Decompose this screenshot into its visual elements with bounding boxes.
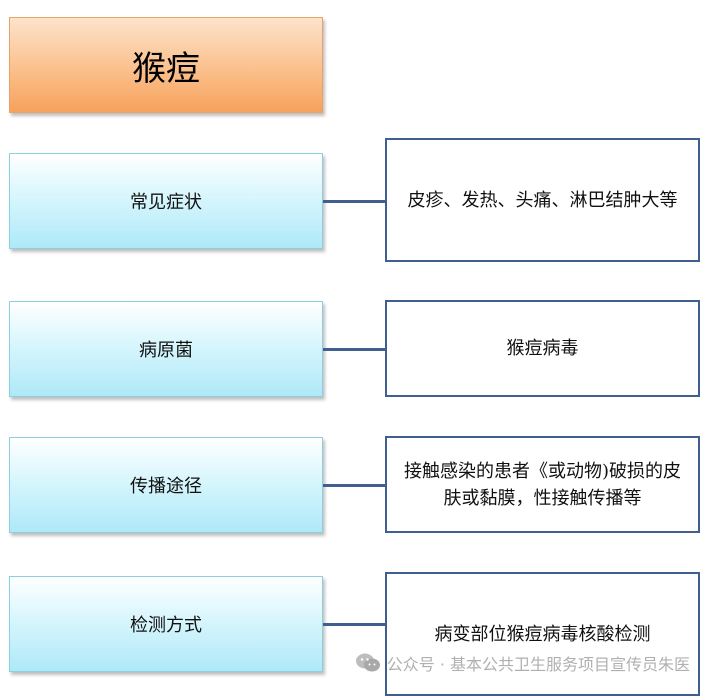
- detail-text: 皮疹、发热、头痛、淋巴结肿大等: [407, 189, 678, 211]
- category-label: 传播途径: [130, 476, 202, 497]
- connector-line: [323, 200, 385, 203]
- watermark-text: 公众号 · 基本公共卫生服务项目宣传员朱医: [386, 655, 690, 674]
- category-label: 检测方式: [130, 615, 202, 636]
- connector-line: [323, 623, 385, 626]
- detail-text: 病变部位猴痘病毒核酸检测: [434, 623, 651, 645]
- category-label: 常见症状: [130, 192, 202, 213]
- category-box-pathogen: 病原菌: [9, 301, 323, 397]
- watermark: 公众号 · 基本公共卫生服务项目宣传员朱医: [355, 651, 690, 675]
- diagram-title-text: 猴痘: [132, 48, 200, 89]
- detail-box-pathogen: 猴痘病毒: [385, 300, 700, 397]
- detail-box-symptoms: 皮疹、发热、头痛、淋巴结肿大等: [385, 138, 700, 262]
- detail-text: 接触感染的患者《或动物)破损的皮肤或黏膜，性接触传播等: [403, 460, 682, 509]
- category-box-detection: 检测方式: [9, 576, 323, 672]
- detail-box-transmission: 接触感染的患者《或动物)破损的皮肤或黏膜，性接触传播等: [385, 436, 700, 533]
- diagram-title: 猴痘: [9, 17, 323, 113]
- category-box-symptoms: 常见症状: [9, 153, 323, 249]
- detail-box-detection: 病变部位猴痘病毒核酸检测: [385, 572, 700, 696]
- category-box-transmission: 传播途径: [9, 437, 323, 533]
- wechat-icon: [355, 652, 381, 674]
- connector-line: [323, 348, 385, 351]
- connector-line: [323, 484, 385, 487]
- category-label: 病原菌: [139, 340, 193, 361]
- detail-text: 猴痘病毒: [506, 338, 579, 359]
